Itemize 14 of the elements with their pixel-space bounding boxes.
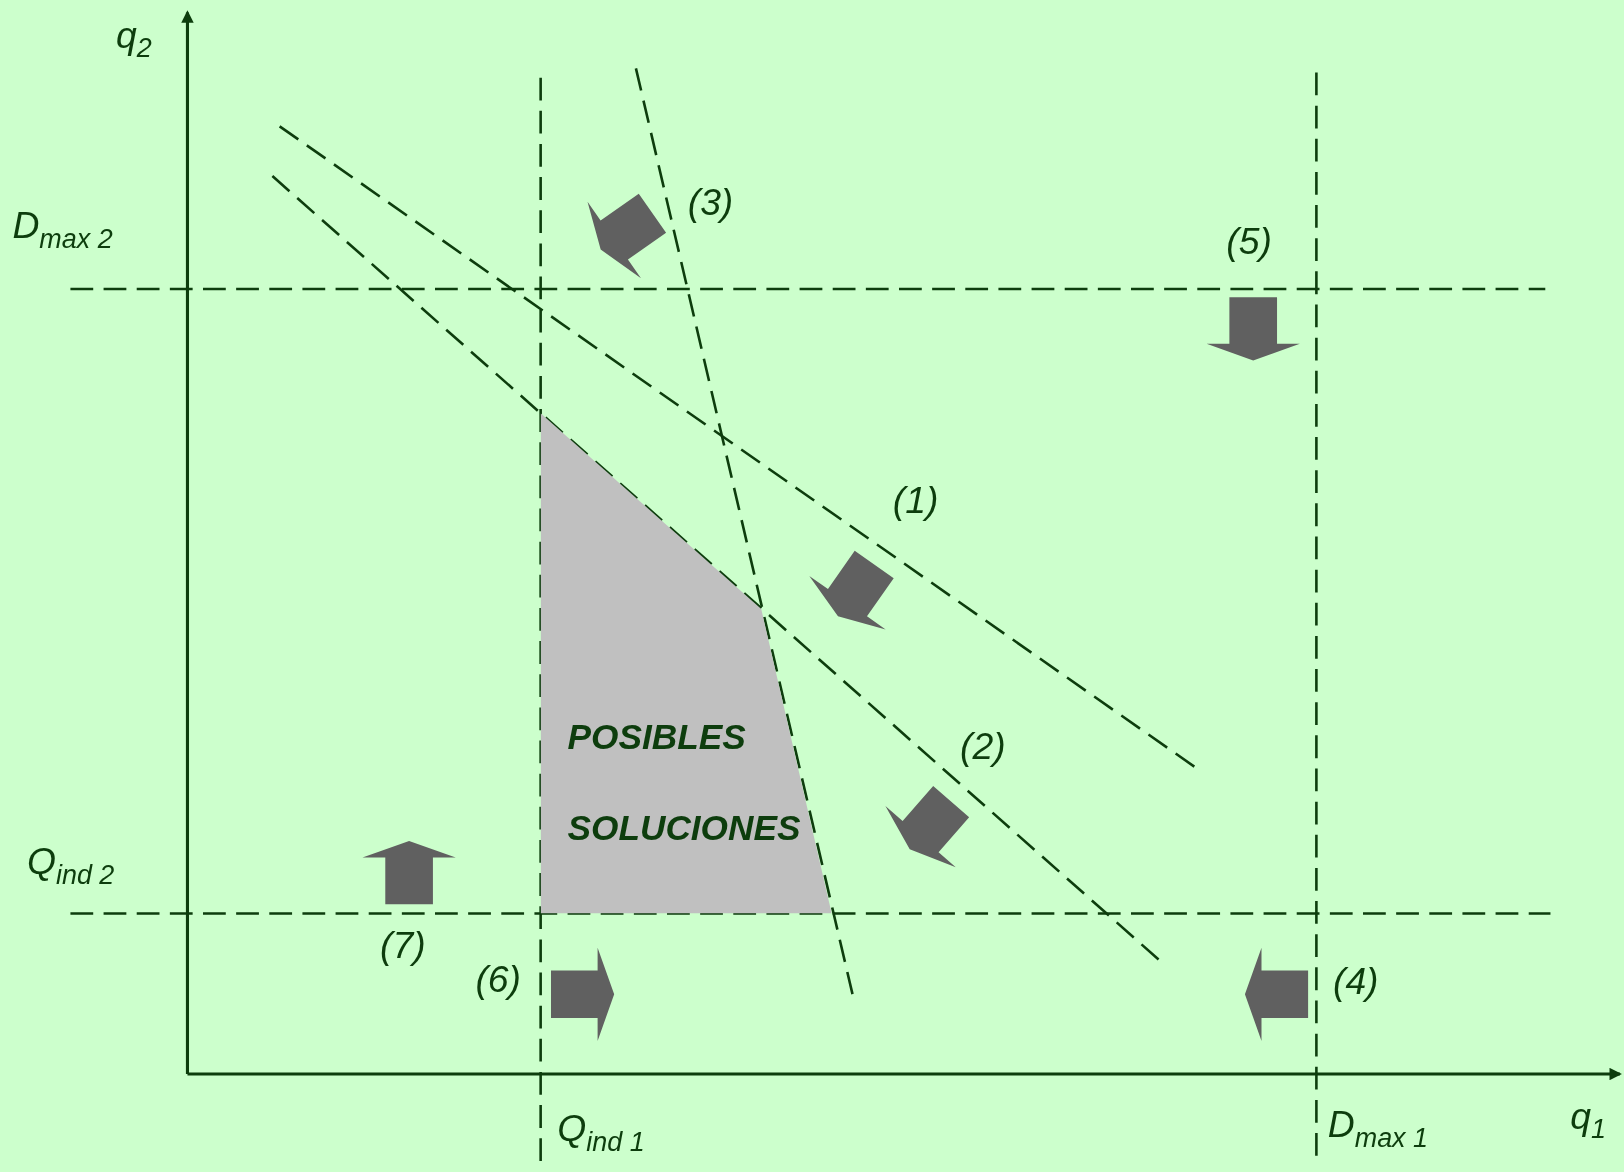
constraint-number: (2) (960, 726, 1006, 768)
constraint-number: (3) (687, 182, 734, 224)
constraint-number: (7) (380, 924, 426, 966)
axis-label: q$_{2}$ (116, 14, 152, 63)
constraint-label: Q$_{ind 2}$ (26, 841, 115, 890)
axis-label: q$_{1}$ (1570, 1095, 1606, 1145)
constraint-label: D$_{max 2}$ (12, 205, 113, 254)
constraint-number: (4) (1332, 961, 1379, 1003)
region-label: POSIBLES SOLUCIONES (567, 715, 802, 850)
constraint-label: Q$_{ind 1}$ (557, 1108, 645, 1157)
constraint-number: (6) (475, 959, 521, 1001)
constraint-number: (1) (892, 479, 939, 521)
constraint-label: D$_{max 1}$ (1327, 1104, 1429, 1153)
constraint-number: (5) (1226, 220, 1272, 262)
